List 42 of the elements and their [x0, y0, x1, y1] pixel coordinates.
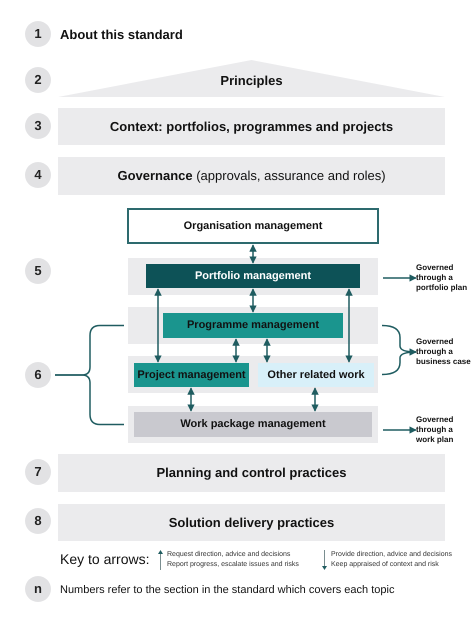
arrow — [383, 274, 417, 282]
arrow — [249, 288, 257, 313]
process-box: Organisation management — [127, 208, 379, 244]
annotation-text: Governed through a business case — [416, 331, 472, 373]
section-band — [128, 356, 378, 393]
section-number-badge: 5 — [25, 258, 51, 284]
arrow — [382, 348, 417, 376]
process-box: Programme management — [163, 313, 343, 338]
section-band: Context: portfolios, programmes and projects — [58, 108, 445, 145]
arrow — [249, 244, 257, 264]
arrow — [311, 387, 319, 412]
arrow — [154, 288, 162, 363]
key-heading: Key to arrows: — [60, 550, 150, 569]
section-number-badge: 4 — [25, 162, 51, 188]
section-number-badge: 2 — [25, 67, 51, 93]
annotation-text: Governed through a work plan — [416, 409, 472, 451]
section-title: About this standard — [60, 26, 183, 44]
process-box: Portfolio management — [146, 264, 360, 288]
process-box: Project management — [134, 363, 249, 387]
section-band: Planning and control practices — [58, 454, 445, 492]
section-band: Solution delivery practices — [58, 504, 445, 541]
section-number-badge: 3 — [25, 113, 51, 139]
arrow — [263, 338, 271, 363]
process-box: Other related work — [258, 363, 374, 387]
section-number-badge: 7 — [25, 459, 51, 485]
principles-band: Principles — [58, 60, 445, 97]
section-band — [128, 406, 378, 443]
section-number-badge: 6 — [25, 362, 51, 388]
section-band: Governance (approvals, assurance and roles) — [58, 157, 445, 195]
arrow — [345, 288, 353, 363]
section-band — [128, 307, 378, 344]
arrow — [383, 426, 417, 434]
section-band — [128, 258, 378, 295]
section-number-badge: n — [25, 576, 51, 602]
arrow — [187, 387, 195, 412]
process-box: Work package management — [134, 412, 372, 437]
arrow — [232, 338, 240, 363]
section-number-badge: 8 — [25, 508, 51, 534]
annotation-text: Governed through a portfolio plan — [416, 257, 472, 299]
section-number-badge: 1 — [25, 21, 51, 47]
bracket-line — [55, 374, 124, 426]
footnote-text: Numbers refer to the section in the standard which covers each topic — [60, 583, 394, 598]
